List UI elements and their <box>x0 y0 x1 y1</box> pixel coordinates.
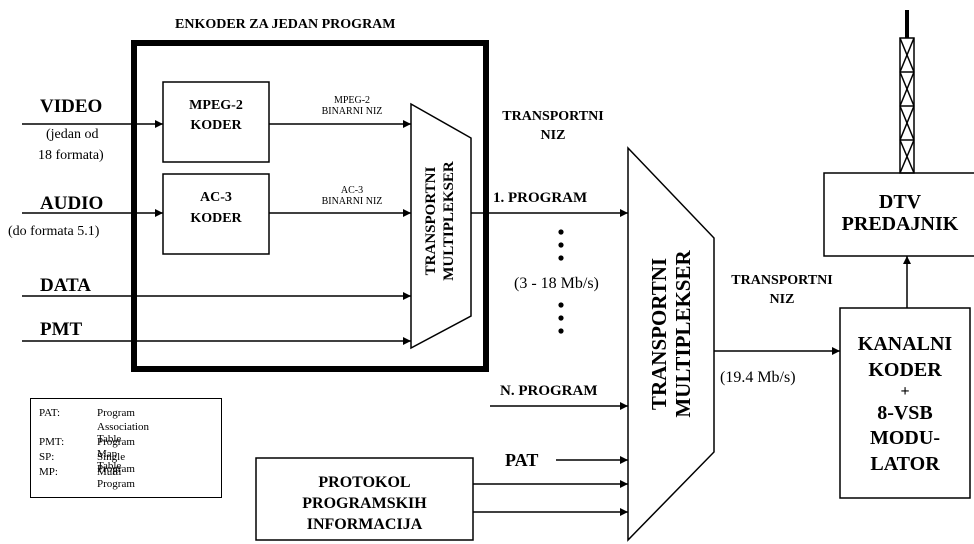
abbreviation-legend: PAT: Program Association Table PMT: Prog… <box>30 398 222 498</box>
inner-mux-label: TRANSPORTNI MULTIPLEKSER <box>422 151 458 291</box>
ac3-stream-label-1: AC-3 <box>340 185 364 196</box>
audio-label: AUDIO <box>40 193 104 214</box>
output-stream-label-1: TRANSPORTNI <box>731 273 833 288</box>
inner-mux-label-1: TRANSPORTNI <box>423 166 439 276</box>
video-note-1: (jedan od <box>46 127 99 142</box>
legend-def: Program <box>97 407 135 419</box>
program-rate-label: (3 - 18 Mb/s) <box>514 275 599 292</box>
channel-coder-line1: KANALNI <box>857 333 953 355</box>
ac3-coder-box <box>162 173 270 255</box>
mpeg2-coder-line2: KODER <box>190 118 242 133</box>
transport-stream-label-2: NIZ <box>540 128 566 143</box>
channel-coder-box <box>839 307 971 499</box>
legend-abbr: SP: <box>39 451 55 463</box>
channel-coder-line6: LATOR <box>870 453 940 475</box>
channel-coder-line3: + <box>900 383 910 400</box>
psip-line1: PROTOKOL <box>318 474 411 491</box>
mpeg2-coder-line1: MPEG-2 <box>189 98 243 113</box>
main-mux-label-1: TRANSPORTNI <box>647 257 671 411</box>
antenna-tower-icon <box>899 10 915 174</box>
inner-mux-shape <box>410 102 472 350</box>
legend-def: Single Program <box>97 451 135 475</box>
mpeg-stream-label-1: MPEG-2 <box>333 95 371 106</box>
legend-abbr: MP: <box>39 466 58 478</box>
program-n-label: N. PROGRAM <box>500 383 598 399</box>
data-label: DATA <box>40 275 92 296</box>
legend-def: Multi Program <box>97 466 135 490</box>
psip-line2: PROGRAMSKIH <box>302 495 427 512</box>
legend-def: Program Map Table <box>97 436 135 472</box>
ac3-coder-line1: AC-3 <box>200 190 232 205</box>
encoder-title: ENKODER ZA JEDAN PROGRAM <box>175 17 396 32</box>
inner-mux-label-2: MULTIPLEKSER <box>441 161 457 281</box>
channel-coder-line5: MODU- <box>870 427 940 449</box>
output-rate-label: (19.4 Mb/s) <box>720 369 796 386</box>
main-mux-label-2: MULTIPLEKSER <box>671 250 695 418</box>
transport-stream-label-1: TRANSPORTNI <box>502 109 604 124</box>
dtv-line2: PREDAJNIK <box>841 213 959 235</box>
pat-label: PAT <box>505 450 539 470</box>
legend-def: Association Table <box>97 421 149 445</box>
legend-abbr: PAT: <box>39 407 61 419</box>
video-label: VIDEO <box>40 96 103 117</box>
dtv-line1: DTV <box>878 191 922 213</box>
audio-note: (do formata 5.1) <box>8 224 100 239</box>
psip-box <box>255 457 474 541</box>
legend-abbr: PMT: <box>39 436 65 448</box>
mpeg-stream-label-2: BINARNI NIZ <box>321 106 383 117</box>
encoder-box <box>131 40 489 372</box>
channel-coder-line4: 8-VSB <box>877 402 933 424</box>
channel-coder-line2: KODER <box>868 359 942 381</box>
pmt-label: PMT <box>40 319 83 340</box>
psip-line3: INFORMACIJA <box>306 516 423 533</box>
output-stream-label-2: NIZ <box>769 292 795 307</box>
mpeg2-coder-box <box>162 81 270 163</box>
ac3-coder-line2: KODER <box>190 211 242 226</box>
main-mux-label: TRANSPORTNI MULTIPLEKSER <box>647 234 695 434</box>
video-note-2: 18 formata) <box>38 148 104 163</box>
ac3-stream-label-2: BINARNI NIZ <box>321 196 383 207</box>
main-mux-shape <box>627 146 715 542</box>
program-1-label: 1. PROGRAM <box>493 190 588 206</box>
